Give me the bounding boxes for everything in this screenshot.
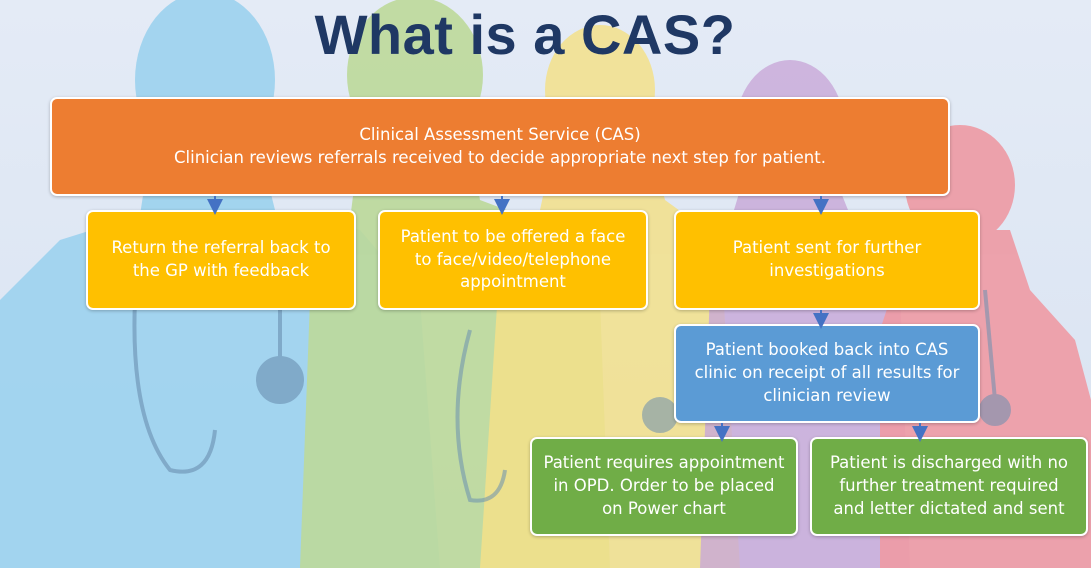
booked-back-into-cas-box: Patient booked back into CAS clinic on r… [674, 324, 980, 423]
cas-box: Clinical Assessment Service (CAS) Clinic… [50, 97, 950, 196]
stethoscope-icon [979, 289, 1011, 426]
return-to-gp-text: Return the referral back to the GP with … [111, 238, 331, 280]
discharged-box: Patient is discharged with no further tr… [810, 437, 1088, 536]
face-to-face-appointment-box: Patient to be offered a face to face/vid… [378, 210, 648, 310]
further-investigations-text: Patient sent for further investigations [732, 238, 922, 280]
opd-appointment-box: Patient requires appointment in OPD. Ord… [530, 437, 798, 536]
cas-box-description: Clinician reviews referrals received to … [174, 147, 826, 167]
face-to-face-appointment-text: Patient to be offered a face to face/vid… [400, 226, 626, 292]
booked-back-into-cas-text: Patient booked back into CAS clinic on r… [694, 340, 960, 405]
opd-appointment-text: Patient requires appointment in OPD. Ord… [543, 453, 785, 518]
further-investigations-box: Patient sent for further investigations [674, 210, 980, 310]
page-title: What is a CAS? [314, 3, 736, 66]
return-to-gp-box: Return the referral back to the GP with … [86, 210, 356, 310]
cas-box-title: Clinical Assessment Service (CAS) [359, 124, 641, 144]
stethoscope-icon [132, 299, 304, 474]
discharged-text: Patient is discharged with no further tr… [829, 453, 1069, 518]
